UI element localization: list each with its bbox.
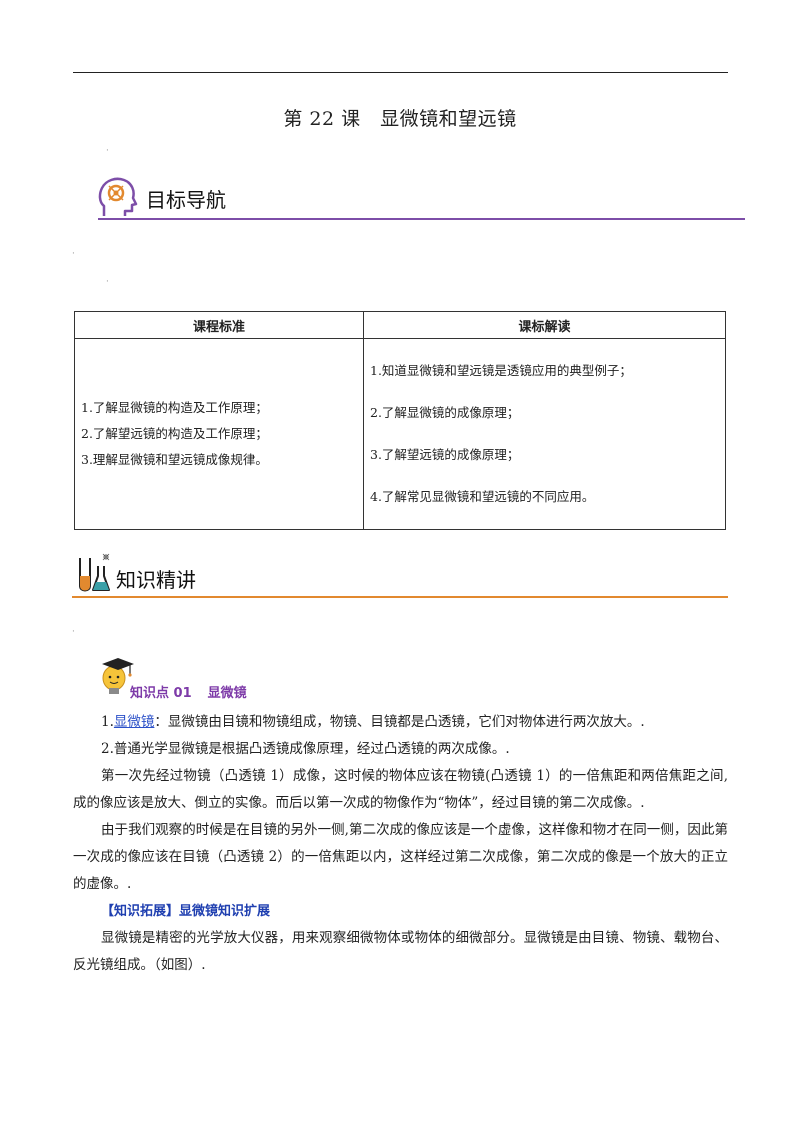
paragraph-mark: · — [72, 627, 75, 637]
goals-section-header: 目标导航 — [72, 176, 747, 224]
interpretation-cell: 1.知道显微镜和望远镜是透镜应用的典型例子； 2.了解显微镜的成像原理； 3.了… — [363, 338, 726, 530]
paragraph-5: 显微镜是精密的光学放大仪器，用来观察细微物体或物体的细微部分。显微镜是由目镜、物… — [73, 930, 728, 973]
standard-item: 1.了解显微镜的构造及工作原理； — [81, 400, 268, 415]
paragraph-1: 1.显微镜：显微镜由目镜和物镜组成，物镜、目镜都是凸透镜，它们对物体进行两次放大… — [101, 714, 645, 730]
interpretation-item: 2.了解显微镜的成像原理； — [370, 405, 520, 420]
top-rule — [73, 72, 728, 73]
graduation-bulb-icon — [102, 658, 134, 694]
paragraph-mark: · — [106, 277, 109, 287]
table-header-row: 课程标准 课标解读 — [74, 311, 726, 339]
standard-item: 2.了解望远镜的构造及工作原理； — [81, 426, 268, 441]
knowledge-section-title: 知识精讲 — [116, 568, 196, 592]
knowledge-point-name: 显微镜 — [207, 686, 247, 701]
standard-item: 3.理解显微镜和望远镜成像规律。 — [81, 452, 268, 467]
knowledge-point-number: 知识点 01 — [130, 686, 192, 701]
header-interpretation: 课标解读 — [363, 311, 726, 339]
interpretation-item: 3.了解望远镜的成像原理； — [370, 447, 520, 462]
paragraph-4: 由于我们观察的时候是在目镜的另外一侧,第二次成的像应该是一个虚像，这样像和物才在… — [73, 822, 728, 892]
table-row: 1.了解显微镜的构造及工作原理； 2.了解望远镜的构造及工作原理； 3.理解显微… — [74, 338, 726, 530]
knowledge-point-title: 知识点 01 显微镜 — [130, 682, 247, 701]
paragraph-mark: · — [106, 146, 109, 156]
microscope-link[interactable]: 显微镜 — [113, 714, 155, 730]
lab-flask-icon — [79, 553, 110, 592]
paragraph-3: 第一次先经过物镜（凸透镜 1）成像，这时候的物体应该在物镜(凸透镜 1）的一倍焦… — [73, 768, 728, 811]
goals-section-rule — [98, 218, 745, 220]
header-standards: 课程标准 — [74, 311, 364, 339]
head-gears-icon — [98, 177, 138, 216]
paragraph-mark: · — [72, 249, 75, 259]
knowledge-section-header: 知识精讲 — [72, 552, 728, 600]
knowledge-body: 1.显微镜：显微镜由目镜和物镜组成，物镜、目镜都是凸透镜，它们对物体进行两次放大… — [73, 709, 728, 979]
standards-cell: 1.了解显微镜的构造及工作原理； 2.了解望远镜的构造及工作原理； 3.理解显微… — [74, 338, 364, 530]
goals-section-title: 目标导航 — [146, 188, 226, 212]
paragraph-2: 2.普通光学显微镜是根据凸透镜成像原理，经过凸透镜的两次成像。. — [101, 741, 510, 757]
interpretation-item: 1.知道显微镜和望远镜是透镜应用的典型例子； — [370, 363, 632, 378]
interpretation-item: 4.了解常见显微镜和望远镜的不同应用。 — [370, 489, 595, 504]
lesson-title: 第 22 课 显微镜和望远镜 — [283, 108, 517, 130]
standards-table: 课程标准 课标解读 1.了解显微镜的构造及工作原理； 2.了解望远镜的构造及工作… — [74, 311, 726, 530]
knowledge-section-rule — [72, 596, 728, 598]
extension-title: 【知识拓展】显微镜知识扩展 — [101, 904, 271, 919]
